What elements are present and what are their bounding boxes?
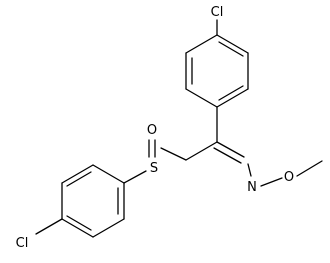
ring-b-double-2 <box>66 215 92 231</box>
bond-s-lower-ring <box>123 170 147 184</box>
bond-c-n-1 <box>216 141 245 158</box>
atom-s: S <box>150 161 158 176</box>
lower-chlorophenyl-ring <box>61 164 125 238</box>
atom-cl-top: Cl <box>211 5 224 20</box>
bond-c-n-stem <box>247 163 252 177</box>
ring-b-bond-6 <box>92 164 125 184</box>
ring-a-bond-4 <box>185 88 218 108</box>
bond-c-n-2 <box>213 147 242 164</box>
atom-cl-bottom: Cl <box>16 236 29 251</box>
ring-b-double-3 <box>66 171 92 187</box>
ring-a-bond-3 <box>216 88 249 108</box>
ring-b-bond-2 <box>92 218 125 238</box>
atom-o-sulfoxide: O <box>147 123 157 138</box>
bond-n-o <box>260 177 283 187</box>
atom-o-methoxy: O <box>284 170 294 185</box>
bond-lower-ring-cl <box>35 218 63 235</box>
ring-a-bond-1 <box>216 34 249 54</box>
bond-o-methyl <box>296 160 323 177</box>
atom-n: N <box>247 180 257 195</box>
ring-a-bond-6 <box>185 34 218 54</box>
ring-b-bond-3 <box>61 218 94 238</box>
upper-chlorophenyl-ring <box>185 34 249 108</box>
bond-oxime-carbon-ch2 <box>185 141 218 161</box>
ring-a-double-1 <box>218 41 244 57</box>
bond-ch2-s <box>160 147 187 161</box>
ring-b-bond-5 <box>61 164 94 184</box>
ring-a-double-2 <box>218 85 244 101</box>
